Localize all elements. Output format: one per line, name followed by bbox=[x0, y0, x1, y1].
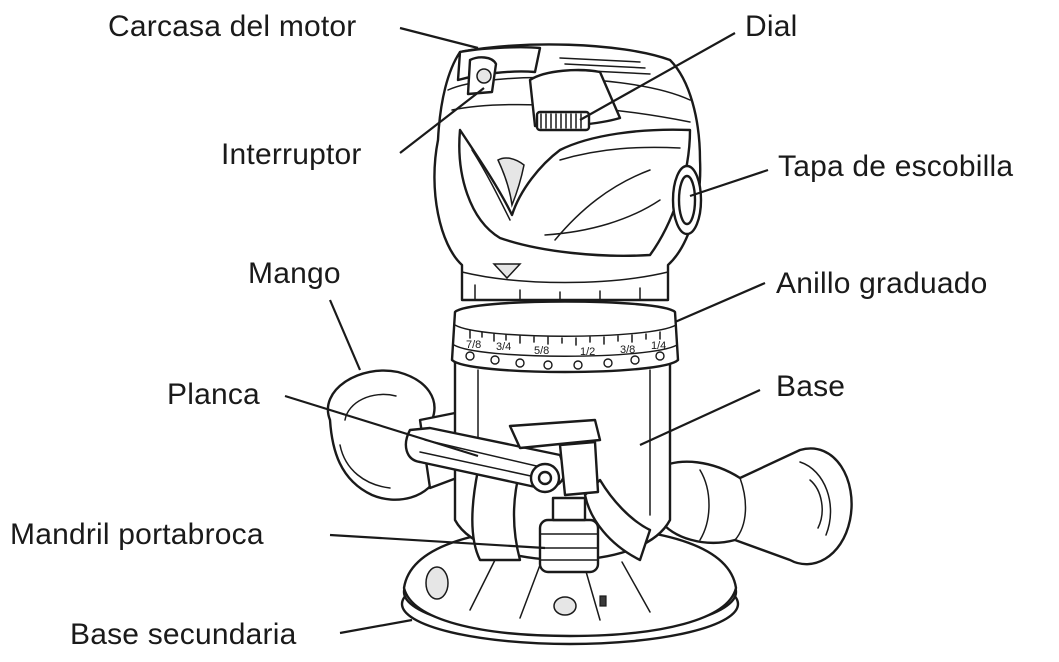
leader-base-secundaria bbox=[339, 618, 413, 635]
clamp-lever-shape bbox=[404, 418, 602, 497]
leader-carcasa bbox=[399, 26, 479, 50]
label-tapa-de-escobilla: Tapa de escobilla bbox=[778, 150, 1014, 183]
label-planca: Planca bbox=[167, 378, 260, 411]
leader-mandril bbox=[329, 533, 546, 550]
label-dial: Dial bbox=[745, 10, 798, 43]
scale-tick: 1/4 bbox=[651, 340, 666, 352]
scale-tick: 5/8 bbox=[534, 345, 549, 357]
label-mango: Mango bbox=[248, 257, 341, 290]
collet-shape bbox=[538, 496, 600, 574]
label-carcasa-del-motor: Carcasa del motor bbox=[108, 10, 357, 43]
leader-dial bbox=[579, 32, 736, 121]
leader-mango bbox=[328, 299, 362, 371]
motor-housing-shape bbox=[433, 43, 703, 302]
label-anillo-graduado: Anillo graduado bbox=[776, 267, 988, 300]
label-base-secundaria: Base secundaria bbox=[70, 618, 297, 651]
leader-anillo bbox=[674, 281, 766, 324]
label-mandril-portabroca: Mandril portabroca bbox=[10, 518, 264, 551]
depth-ring-shape: 7/8 3/4 5/8 1/2 3/8 1/4 bbox=[450, 300, 680, 374]
scale-tick: 3/8 bbox=[620, 344, 635, 356]
leader-planca bbox=[284, 394, 479, 458]
label-interruptor: Interruptor bbox=[221, 138, 362, 171]
label-base: Base bbox=[776, 370, 846, 403]
leader-interruptor bbox=[399, 87, 485, 154]
scale-tick: 1/2 bbox=[580, 346, 595, 358]
scale-tick: 7/8 bbox=[466, 339, 481, 351]
scale-tick: 3/4 bbox=[496, 341, 511, 353]
leader-lines bbox=[284, 26, 769, 635]
leader-base bbox=[639, 389, 761, 446]
leader-tapa bbox=[689, 168, 769, 198]
